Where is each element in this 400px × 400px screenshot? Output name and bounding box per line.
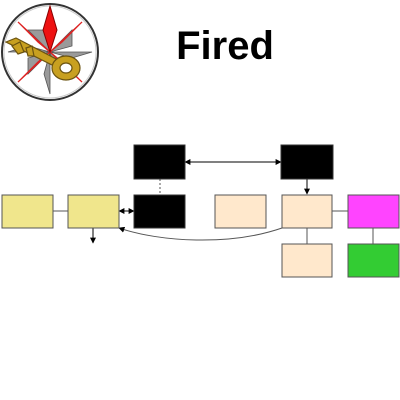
key-icon [4,37,81,81]
node-black-top-right [280,144,334,180]
node-cream-center [281,194,333,229]
node-green [347,243,400,278]
node-yellow-2 [67,194,120,229]
node-black-top-left [133,144,186,180]
node-yellow-1 [1,194,54,229]
node-cream-bottom [281,243,333,278]
edge-cream-center-to-yellow-2 [118,226,283,241]
page-title: Fired [176,24,274,68]
node-magenta [347,194,400,229]
compass-north-point [42,4,58,54]
node-black-bottom [133,194,186,229]
node-cream-left [214,194,267,229]
compass-key-icon [1,3,99,101]
